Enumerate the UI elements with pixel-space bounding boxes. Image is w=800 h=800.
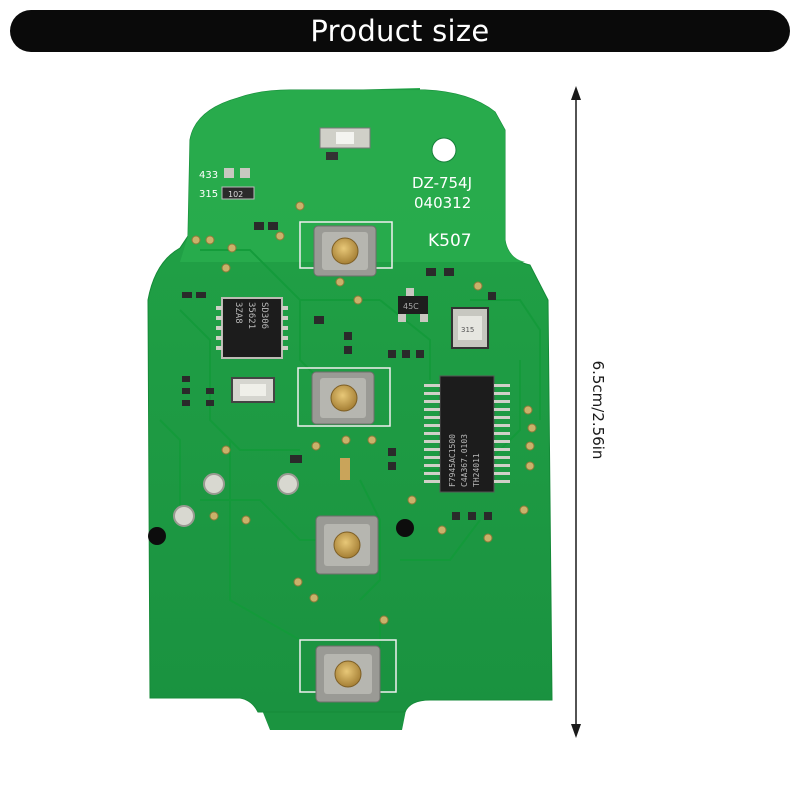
crystal-mark: 315 xyxy=(461,326,474,334)
chip-left-line3: 3ZA8 xyxy=(233,302,243,324)
freq-315-label: 315 xyxy=(199,189,218,200)
code-label: 040312 xyxy=(414,194,471,212)
banner-title: Product size xyxy=(310,14,490,48)
frequency-label: K507 xyxy=(428,231,472,251)
resistor-mark: 102 xyxy=(228,190,243,199)
button-2 xyxy=(297,367,391,427)
crystal-right: 315 xyxy=(451,307,489,349)
button-1 xyxy=(299,221,393,277)
freq-433-label: 433 xyxy=(199,170,218,181)
crystal-left xyxy=(231,377,275,403)
transistor-mark: 45C xyxy=(403,302,419,311)
dimension-arrow xyxy=(571,86,581,738)
mounting-hole xyxy=(431,137,457,163)
transistor: 45C xyxy=(398,288,428,322)
chip-left-line2: 35621 xyxy=(246,302,256,329)
button-4 xyxy=(299,639,397,703)
led-component xyxy=(319,127,371,160)
product-size-banner: Product size xyxy=(10,10,790,52)
button-3 xyxy=(315,515,379,575)
contact-dot-left xyxy=(148,527,166,545)
chip-left-line1: SD306 xyxy=(259,302,269,329)
chip-left: SD306 35621 3ZA8 xyxy=(216,297,288,359)
chip-right: F7945AC1500 C4A367.0103 TH24011 xyxy=(424,375,510,493)
board-upper-region xyxy=(180,90,525,262)
model-label: DZ-754J xyxy=(412,174,472,192)
large-pads xyxy=(173,473,299,527)
smd-components xyxy=(182,222,496,520)
dimension-label: 6.5cm/2.56in xyxy=(589,360,607,460)
chip-right-line2: C4A367.0103 xyxy=(460,434,469,487)
chip-right-line3: TH24011 xyxy=(472,453,481,487)
chip-right-line1: F7945AC1500 xyxy=(448,434,457,487)
chip-right-pins xyxy=(424,384,510,483)
contact-dot-right xyxy=(396,519,414,537)
selector-resistors: 102 xyxy=(221,168,255,200)
via-holes xyxy=(191,201,537,625)
